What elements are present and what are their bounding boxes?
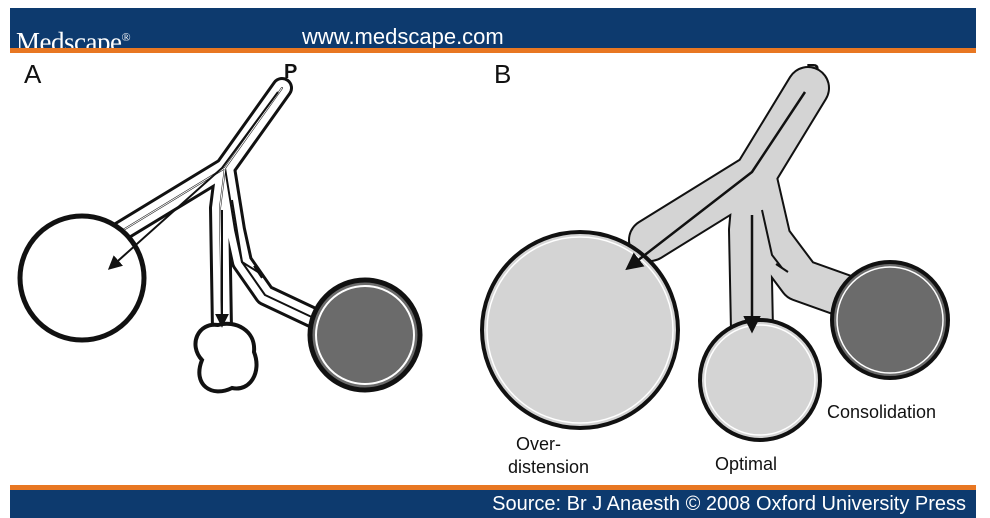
registered-mark: ® bbox=[121, 30, 130, 44]
panel-b-alveolus-consolidated bbox=[832, 262, 948, 378]
label-consolidation: Consolidation bbox=[827, 402, 936, 422]
label-optimal: Optimal bbox=[715, 454, 777, 474]
panel-b: B P bbox=[482, 59, 948, 477]
panel-b-label: B bbox=[494, 59, 511, 89]
panel-a-alveolus-small bbox=[195, 324, 256, 392]
header-bar: Medscape® www.medscape.com bbox=[10, 8, 976, 48]
figure-frame: Medscape® www.medscape.com A P bbox=[10, 0, 976, 518]
panel-a: A P bbox=[20, 59, 420, 391]
panel-a-label: A bbox=[24, 59, 42, 89]
source-credit: Source: Br J Anaesth © 2008 Oxford Unive… bbox=[492, 490, 966, 518]
panel-a-alveolus-consolidated bbox=[310, 280, 420, 390]
label-over: Over- bbox=[516, 434, 561, 454]
lung-diagram: A P bbox=[10, 53, 976, 485]
label-distension: distension bbox=[508, 457, 589, 477]
footer-bar: Source: Br J Anaesth © 2008 Oxford Unive… bbox=[10, 490, 976, 518]
panel-b-alveolus-optimal bbox=[700, 320, 820, 440]
panel-b-alveolus-overdistended bbox=[482, 232, 678, 428]
